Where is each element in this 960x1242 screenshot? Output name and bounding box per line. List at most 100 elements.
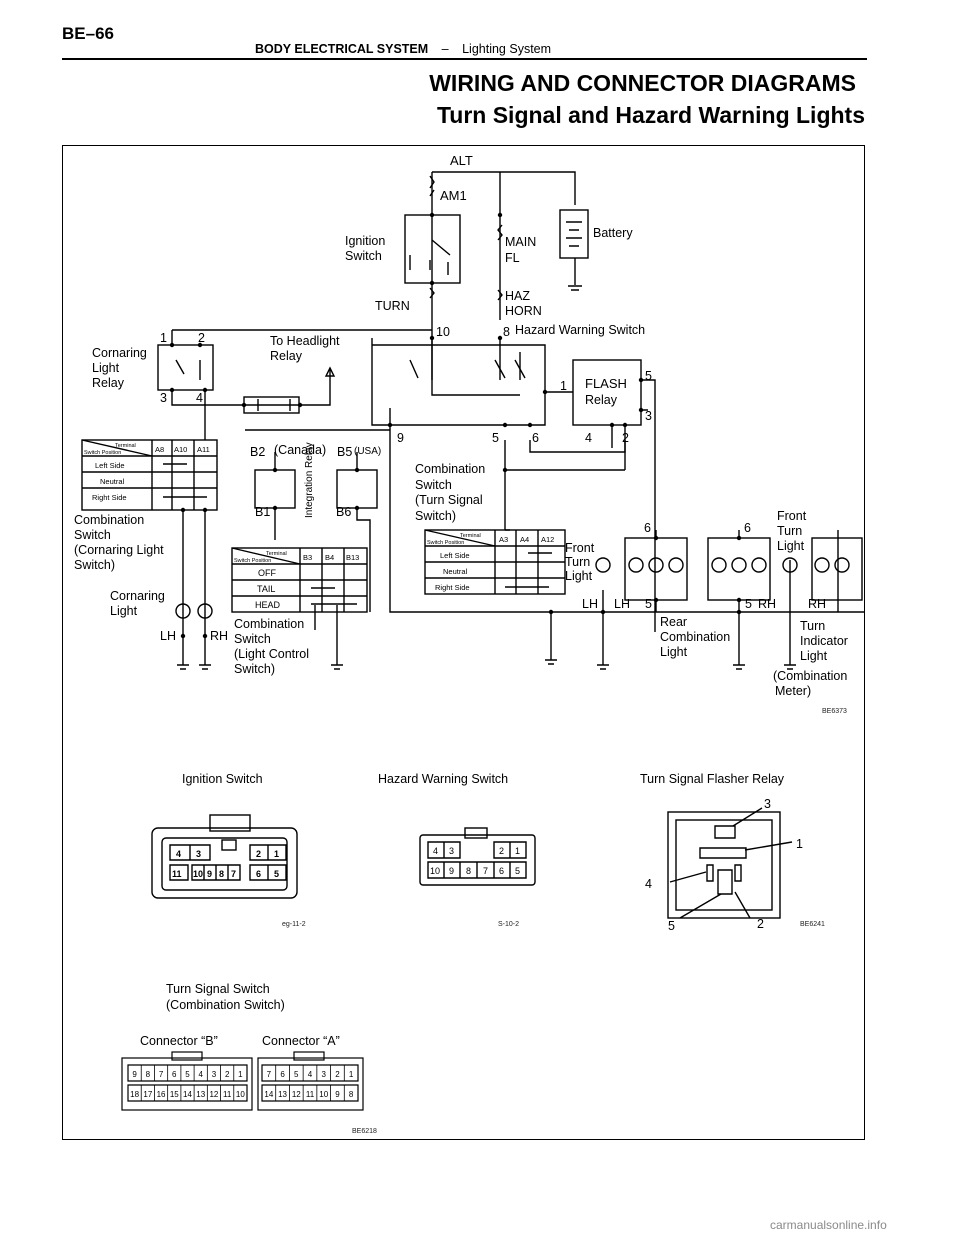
connector-b-bottom-pin: 11: [223, 1090, 232, 1099]
connector-b-top-pin: 8: [146, 1070, 151, 1079]
ignition-switch-connector: Ignition Switch 4 3 2 1 11 10 9 8 7 6 5 …: [151, 772, 306, 928]
front-turn-rh-label-1: Front: [777, 509, 807, 523]
flasher-pin-3: 3: [764, 797, 771, 811]
haz-pin-9: 9: [449, 866, 454, 876]
haz-label: HAZ: [505, 289, 530, 303]
connector-b-bottom-pin: 16: [157, 1090, 166, 1099]
turn-switch-title-1: Turn Signal Switch: [166, 982, 270, 996]
connector-b-top-pin: 2: [225, 1070, 230, 1079]
flash-terminal-4: 4: [585, 431, 592, 445]
connector-a-top-pin: 6: [280, 1070, 285, 1079]
relay-terminal-3: 3: [160, 391, 167, 405]
light-table-row-off: OFF: [258, 568, 276, 578]
ign-pin-2: 2: [256, 849, 261, 859]
flasher-relay-connector: Turn Signal Flasher Relay 3 1 4 5 2 BE62…: [640, 772, 825, 933]
flasher-pin-5: 5: [668, 919, 675, 933]
light-table-switch-pos: Switch Position: [234, 558, 271, 564]
corner-table-terminal: Terminal: [115, 443, 136, 449]
ign-pin-3: 3: [196, 849, 201, 859]
ign-pin-9: 9: [207, 869, 212, 879]
ign-pin-1: 1: [274, 849, 279, 859]
ign-pin-7: 7: [231, 869, 236, 879]
front-turn-lh-label-2: Turn: [565, 555, 590, 569]
terminal-10: 10: [436, 325, 450, 339]
combo-light-label-2: Switch: [234, 632, 271, 646]
rear-combo-label-1: Rear: [660, 615, 687, 629]
relay-terminal-4: 4: [196, 391, 203, 405]
hazard-terminal-5: 5: [492, 431, 499, 445]
haz-pin-7: 7: [483, 866, 488, 876]
haz-pin-8: 8: [466, 866, 471, 876]
fl-label: FL: [505, 251, 520, 265]
turn-table-header-a3: A3: [499, 535, 508, 544]
rear-terminal-5b: 5: [745, 597, 752, 611]
haz-pin-2: 2: [499, 846, 504, 856]
flash-label: FLASH: [585, 376, 627, 391]
connector-a-label: Connector “A”: [262, 1034, 340, 1048]
subsection-name: Lighting System: [462, 42, 552, 56]
combo-turn-label-3: (Turn Signal: [415, 493, 483, 507]
connector-a-bottom-pin: 14: [264, 1090, 273, 1099]
connector-a-top-pin: 2: [335, 1070, 340, 1079]
rear-terminal-6b: 6: [744, 521, 751, 535]
light-table-header-b4: B4: [325, 553, 334, 562]
turn-table-switch-pos: Switch Position: [427, 540, 464, 546]
corner-table-row-left: Left Side: [95, 461, 125, 470]
alt-label: ALT: [450, 153, 473, 168]
hazard-connector-title: Hazard Warning Switch: [378, 772, 508, 786]
connector-b-bottom-pin: 18: [130, 1090, 139, 1099]
connector-b-label: Connector “B”: [140, 1034, 218, 1048]
ign-pin-6: 6: [256, 869, 261, 879]
rear-combo-lh-side: LH: [614, 597, 630, 611]
haz-pin-5: 5: [515, 866, 520, 876]
front-turn-rh-side: RH: [808, 597, 826, 611]
page-number: BE–66: [62, 24, 114, 43]
light-table-row-tail: TAIL: [257, 584, 275, 594]
front-turn-rh-label-2: Turn: [777, 524, 802, 538]
combo-corner-label-1: Combination: [74, 513, 144, 527]
ignition-switch-label-1: Ignition: [345, 234, 385, 248]
connector-a-bottom-pin: 9: [335, 1090, 340, 1099]
turn-switch-code: BE6218: [352, 1128, 377, 1135]
connector-a-bottom-pin: 13: [278, 1090, 287, 1099]
relay-terminal-1: 1: [160, 331, 167, 345]
am1-label: AM1: [440, 188, 467, 203]
connector-b-bottom-pin: 15: [170, 1090, 179, 1099]
section-name: BODY ELECTRICAL SYSTEM: [255, 42, 429, 56]
rear-combo-rh-side: RH: [758, 597, 776, 611]
haz-pin-10: 10: [430, 866, 440, 876]
combo-turn-label-4: Switch): [415, 509, 456, 523]
front-turn-lh-side: LH: [582, 597, 598, 611]
combo-turn-label-2: Switch: [415, 478, 452, 492]
combo-light-label-4: Switch): [234, 662, 275, 676]
hazard-switch-label: Hazard Warning Switch: [515, 323, 645, 337]
turn-table-terminal: Terminal: [460, 533, 481, 539]
turn-label: TURN: [375, 299, 410, 313]
hazard-connector-code: S-10-2: [498, 921, 519, 928]
hazard-terminal-6: 6: [532, 431, 539, 445]
indicator-label-2: Indicator: [800, 634, 848, 648]
flash-terminal-5: 5: [645, 369, 652, 383]
combo-corner-label-3: (Cornaring Light: [74, 543, 164, 557]
indicator-label-1: Turn: [800, 619, 825, 633]
canada-label: (Canada): [274, 443, 326, 457]
ign-pin-4: 4: [176, 849, 181, 859]
light-table-terminal: Terminal: [266, 551, 287, 557]
corner-table-header-a8: A8: [155, 445, 164, 454]
rear-terminal-6a: 6: [644, 521, 651, 535]
turn-table-row-left: Left Side: [440, 551, 470, 560]
ign-pin-8: 8: [219, 869, 224, 879]
connector-a-top-pin: 1: [349, 1070, 354, 1079]
terminal-8: 8: [503, 325, 510, 339]
front-turn-rh-label-3: Light: [777, 539, 805, 553]
cornering-light-label-1: Cornaring: [110, 589, 165, 603]
turn-signal-switch-connectors: Turn Signal Switch (Combination Switch) …: [121, 982, 377, 1135]
front-turn-lh-label-3: Light: [565, 569, 593, 583]
flasher-connector-code: BE6241: [800, 921, 825, 928]
connector-a-bottom-pin: 12: [292, 1090, 301, 1099]
cornering-relay-label-2: Light: [92, 361, 120, 375]
front-turn-lh-label-1: Front: [565, 541, 595, 555]
combo-corner-label-4: Switch): [74, 558, 115, 572]
turn-table-header-a4: A4: [520, 535, 529, 544]
turn-table-row-neutral: Neutral: [443, 567, 468, 576]
